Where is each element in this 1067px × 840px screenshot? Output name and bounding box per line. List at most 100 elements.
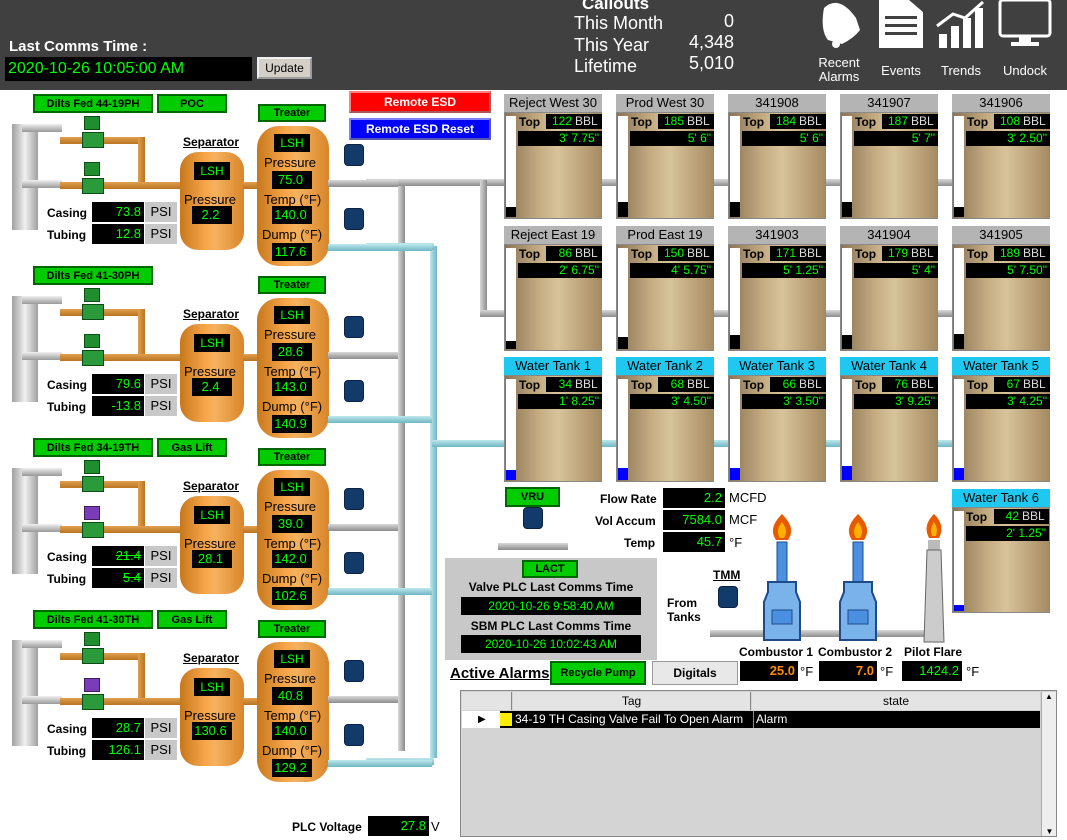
treater-dump-value: 129.2 [272,759,312,777]
vertical-scrollbar[interactable]: ▲ ▼ [1041,692,1056,836]
pilot-flare-unit: °F [966,664,980,679]
tag-column-header[interactable]: Tag [513,692,751,710]
tank-level-value: 3' 3.50" [742,394,826,409]
treater-dump-label: Dump (°F) [262,227,323,242]
tank-top-label: Top [966,510,988,524]
trends-button[interactable]: Trends [932,0,990,90]
tank-level-gauge [506,116,516,217]
treater-gas-pipe [328,696,398,703]
water-flow-transmitter-icon[interactable] [344,724,364,746]
storage-tank[interactable]: Water Tank 3 Top 66 BBL 3' 3.50" [728,357,826,482]
treater-button[interactable]: Treater [258,620,326,638]
tank-body [952,375,1050,482]
treater-button[interactable]: Treater [258,276,326,294]
tank-level-fill [618,202,628,217]
storage-tank[interactable]: 341905 Top 189 BBL 5' 7.50" [952,226,1050,351]
valve-icon[interactable] [84,460,100,474]
valve-icon[interactable] [84,334,100,348]
treater-dump-value: 102.6 [272,587,312,605]
tmm-pipe [710,630,940,637]
tank-level-gauge [954,116,964,217]
storage-tank[interactable]: Reject West 30 Top 122 BBL 3' 7.75" [504,94,602,219]
storage-tank[interactable]: 341907 Top 187 BBL 5' 7" [840,94,938,219]
treater-button[interactable]: Treater [258,104,326,122]
well-name-button[interactable]: Dilts Fed 34-19TH [33,438,153,457]
events-button[interactable]: Events [872,0,930,90]
recent-alarms-button[interactable]: Recent Alarms [808,0,870,90]
storage-tank[interactable]: Water Tank 1 Top 34 BBL 1' 8.25" [504,357,602,482]
combustor-1[interactable] [762,512,802,642]
treater-temp-value: 140.0 [272,206,312,224]
treater-dump-label: Dump (°F) [262,743,323,758]
update-button[interactable]: Update [257,57,312,79]
treater-water-pipe [328,760,432,767]
tubing-unit: PSI [145,396,177,416]
storage-tank[interactable]: Prod West 30 Top 185 BBL 5' 6" [616,94,714,219]
valve-body-icon [82,694,104,710]
tank-title: Prod East 19 [616,226,714,244]
storage-tank[interactable]: 341904 Top 179 BBL 5' 4" [840,226,938,351]
remote-esd-reset-button[interactable]: Remote ESD Reset [349,118,491,140]
valve-icon[interactable] [84,162,100,176]
storage-tank[interactable]: Water Tank 5 Top 67 BBL 3' 4.25" [952,357,1050,482]
well-block: Dilts Fed 44-19PH POC Casing 73.8 PSI Tu… [0,94,440,266]
gas-flow-transmitter-icon[interactable] [344,660,364,682]
scroll-up-icon[interactable]: ▲ [1045,692,1053,701]
flow-rate-value: 2.2 [663,488,725,508]
tank-title: 341904 [840,226,938,244]
storage-tank[interactable]: Reject East 19 Top 86 BBL 2' 6.75" [504,226,602,351]
digitals-button[interactable]: Digitals [652,661,738,685]
tank-top-value: 187 [882,114,911,129]
gas-flow-transmitter-icon[interactable] [344,316,364,338]
storage-tank[interactable]: Water Tank 4 Top 76 BBL 3' 9.25" [840,357,938,482]
well-name-button[interactable]: Dilts Fed 41-30TH [33,610,153,629]
tank-title: Water Tank 1 [504,357,602,375]
lact-button[interactable]: LACT [522,560,578,578]
valve-icon[interactable] [84,506,100,520]
well-name-button[interactable]: Dilts Fed 44-19PH [33,94,153,113]
tank-title: Water Tank 2 [616,357,714,375]
storage-tank[interactable]: Prod East 19 Top 150 BBL 4' 5.75" [616,226,714,351]
vru-button[interactable]: VRU [505,487,560,507]
table-row[interactable]: ▶ 34-19 TH Casing Valve Fail To Open Ala… [462,711,1040,728]
tank-level-fill [618,468,628,480]
well-tag-button[interactable]: Gas Lift [157,438,227,457]
state-column-header[interactable]: state [752,692,1040,710]
valve-icon[interactable] [84,116,100,130]
tank-bbl-unit: BBL [1022,509,1049,524]
treater-temp-label: Temp (°F) [264,364,322,379]
gas-flow-transmitter-icon[interactable] [344,488,364,510]
valve-icon[interactable] [84,632,100,646]
oil-row2-riser-pipe [480,180,487,314]
water-flow-transmitter-icon[interactable] [344,380,364,402]
scroll-down-icon[interactable]: ▼ [1045,827,1054,836]
gas-flow-transmitter-icon[interactable] [344,144,364,166]
tank-level-value: 4' 5.75" [630,263,714,278]
tubing-flow-pipe [60,698,184,705]
valve-icon[interactable] [84,288,100,302]
storage-tank[interactable]: 341903 Top 171 BBL 5' 1.25" [728,226,826,351]
pilot-flare[interactable] [920,512,948,644]
water-tank-6[interactable]: Water Tank 6 Top 42 BBL 2' 1.25" [952,489,1050,613]
well-name-button[interactable]: Dilts Fed 41-30PH [33,266,153,285]
storage-tank[interactable]: 341906 Top 108 BBL 3' 2.50" [952,94,1050,219]
well-tag-button[interactable]: POC [157,94,227,113]
remote-esd-button[interactable]: Remote ESD [349,91,491,113]
water-flow-transmitter-icon[interactable] [344,208,364,230]
valve-icon[interactable] [84,678,100,692]
undock-button[interactable]: Undock [994,0,1056,90]
tubing-value: -13.8 [92,396,144,416]
storage-tank[interactable]: Water Tank 2 Top 68 BBL 3' 4.50" [616,357,714,482]
well-tag-button[interactable]: Gas Lift [157,610,227,629]
trends-label: Trends [941,63,981,78]
tubing-unit: PSI [145,568,177,588]
tank-top-label: Top [519,115,541,129]
storage-tank[interactable]: 341908 Top 184 BBL 5' 6" [728,94,826,219]
tank-bbl-unit: BBL [687,246,714,261]
combustor-2[interactable] [838,512,878,642]
treater-button[interactable]: Treater [258,448,326,466]
tank-level-fill [954,468,964,480]
water-flow-transmitter-icon[interactable] [344,552,364,574]
treater-pressure-value: 40.8 [272,687,312,705]
recycle-pump-button[interactable]: Recycle Pump [550,661,646,685]
